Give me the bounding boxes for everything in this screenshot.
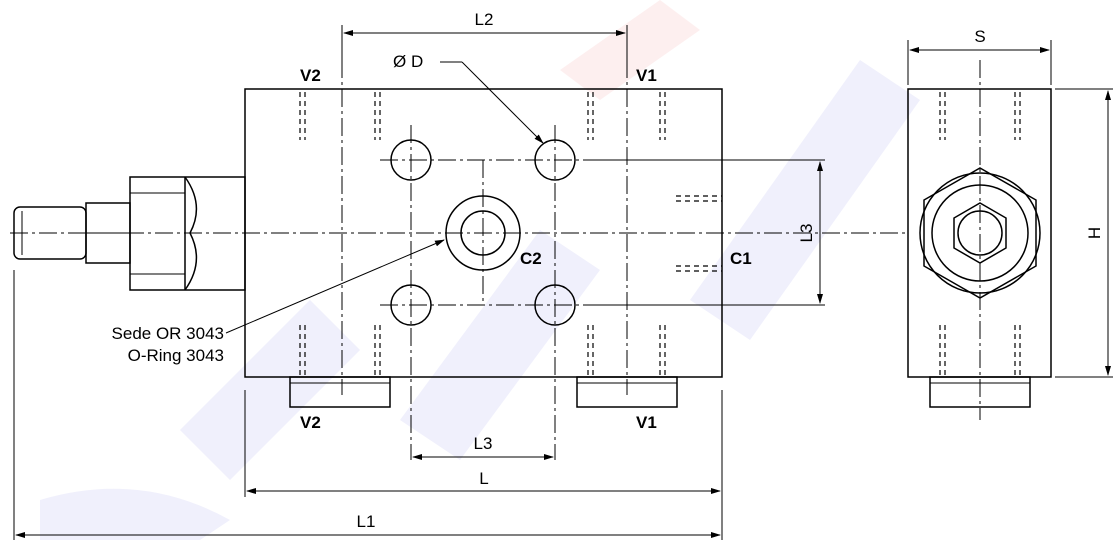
- side-view: [907, 60, 1052, 420]
- dim-l: L: [479, 469, 488, 488]
- adjust-screw: [13, 206, 87, 260]
- front-view: [10, 60, 905, 460]
- o-ring-callout: Sede OR 3043 O-Ring 3043: [112, 239, 445, 365]
- watermark: [40, 0, 920, 540]
- port-v2-bottom: V2: [300, 413, 321, 432]
- dim-l3-horizontal: L3: [474, 434, 493, 453]
- dim-h: H: [1085, 227, 1104, 239]
- dim-s: S: [974, 27, 985, 46]
- port-c2: C2: [520, 249, 542, 268]
- port-labels: V2 V1 C2 C1 V2 V1: [300, 66, 752, 432]
- v1-fitting: [576, 376, 678, 408]
- v2-fitting: [289, 376, 391, 408]
- dimensions: L2 S H L3 L3 L L1 Ø D: [13, 10, 1113, 540]
- dim-l2: L2: [475, 10, 494, 29]
- dim-l1: L1: [357, 512, 376, 531]
- side-hex: [923, 167, 1037, 299]
- port-c1: C1: [730, 249, 752, 268]
- port-v1-bottom: V1: [636, 413, 657, 432]
- callout-line-2: O-Ring 3043: [128, 346, 224, 365]
- dim-l3-vertical: L3: [797, 224, 816, 243]
- port-v1-top: V1: [636, 66, 657, 85]
- port-v2-top: V2: [300, 66, 321, 85]
- dim-diameter-d: Ø D: [393, 52, 423, 71]
- side-fitting: [929, 376, 1031, 408]
- callout-line-1: Sede OR 3043: [112, 324, 224, 343]
